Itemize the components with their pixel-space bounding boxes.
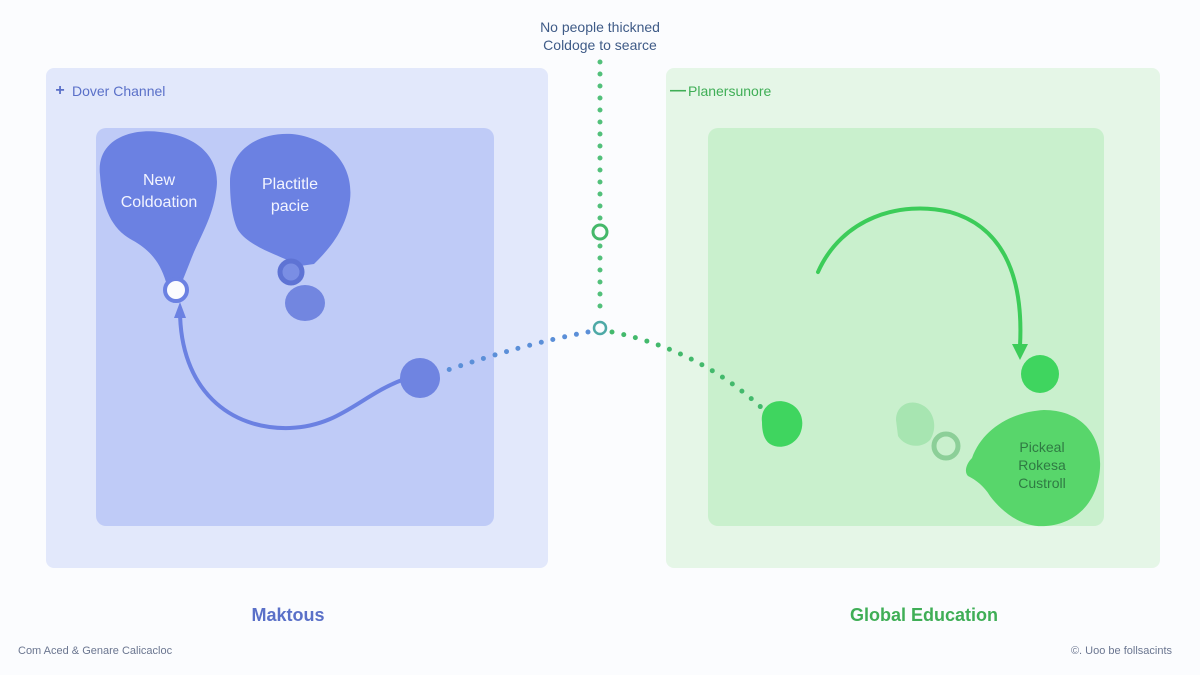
- right-source-node: [761, 401, 803, 447]
- left-branch-connector: [439, 329, 591, 375]
- connector-junction-lower: [592, 320, 608, 336]
- right-panel-header-label: Planersunore: [688, 83, 772, 99]
- right-faded-port: [931, 431, 961, 461]
- node-pickeal-line-2: Rokesa: [1018, 457, 1066, 473]
- node-new-education: [99, 131, 217, 282]
- left-destination-node: [400, 358, 440, 398]
- node-plactitle-tail: [285, 285, 325, 321]
- node-pickeal-line-1: Pickeal: [1019, 439, 1065, 455]
- footer-left-text: Com Aced & Genare Calicacloc: [18, 645, 173, 657]
- connector-junction-upper: [591, 223, 609, 241]
- right-branch-connector: [609, 329, 767, 413]
- right-panel-title: Global Education: [849, 605, 998, 625]
- top-caption-line-1: No people thickned: [540, 19, 660, 35]
- left-arrowhead: [174, 302, 186, 318]
- left-curved-arrow: [178, 308, 404, 431]
- node-pickeal-line-3: Custroll: [1018, 475, 1066, 491]
- node-plactitle-line-1: Plactitle: [261, 176, 319, 193]
- right-panel-header: — Planersunore: [670, 82, 771, 100]
- node-pickeal-label: Pickeal Rokesa Custroll: [992, 438, 1092, 492]
- node-plactitle: [230, 133, 351, 266]
- node-new-education-port: [163, 277, 189, 303]
- node-pickeal: [965, 410, 1101, 527]
- top-caption: No people thickned Coldoge to searce: [450, 18, 750, 54]
- node-plactitle-label: Plactitle pacie: [234, 174, 346, 218]
- node-new-education-line-2: Coldoation: [120, 194, 198, 211]
- plus-icon: +: [55, 82, 65, 99]
- right-curved-arrow: [816, 206, 1023, 348]
- top-caption-line-2: Coldoge to searce: [543, 37, 657, 53]
- left-panel-title: Maktous: [251, 605, 325, 625]
- footer-right-text: ©. Uoo be follsacints: [1070, 645, 1172, 657]
- left-panel-header: + Dover Channel: [54, 82, 165, 100]
- node-plactitle-port: [277, 258, 305, 286]
- right-faded-node: [896, 402, 935, 446]
- left-panel-header-label: Dover Channel: [72, 83, 166, 99]
- node-plactitle-line-2: pacie: [270, 198, 310, 215]
- right-target-node: [1021, 355, 1059, 393]
- node-new-education-label: New Coldoation: [104, 170, 214, 214]
- minus-icon: —: [670, 82, 686, 99]
- node-new-education-line-1: New: [142, 172, 175, 189]
- right-arrowhead: [1012, 344, 1028, 360]
